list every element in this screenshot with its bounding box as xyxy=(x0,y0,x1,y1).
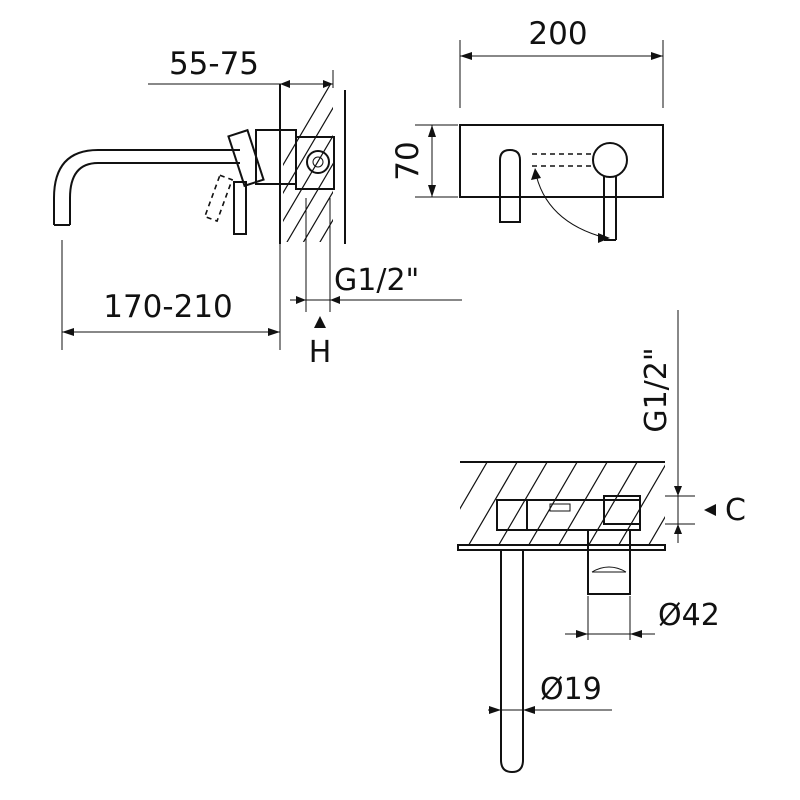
spout-inner xyxy=(69,162,240,225)
thread-label: G1/2" xyxy=(334,263,419,298)
wall-section-hatch xyxy=(283,85,333,242)
outlet-block xyxy=(496,499,528,531)
plate-height-label: 70 xyxy=(390,141,426,180)
spout-diameter-label: Ø19 xyxy=(540,672,602,707)
valve-slot xyxy=(549,503,571,512)
rotation-arrow-start xyxy=(531,168,541,180)
valve-port-inner xyxy=(312,156,324,168)
lever-handle xyxy=(233,181,247,235)
spout-outer xyxy=(53,149,240,225)
handle-body-top xyxy=(587,529,631,595)
cover-plate xyxy=(459,124,664,198)
side-view: 55-75 170-210 G1/2" H xyxy=(53,46,462,370)
lever-hub xyxy=(227,128,265,188)
body-diameter-label: Ø42 xyxy=(658,598,720,633)
handle-rotation-arc xyxy=(534,169,607,239)
valve-port xyxy=(306,150,330,174)
front-view: 200 70 xyxy=(390,16,664,243)
handle-curve xyxy=(591,566,627,573)
inlet-block xyxy=(603,495,641,525)
handle-hub-front xyxy=(592,142,628,178)
top-view: G1/2" C Ø42 Ø19 xyxy=(457,310,746,774)
spout-top xyxy=(500,550,524,774)
thread-vertical-label: G1/2" xyxy=(639,347,674,432)
spout-reach-label: 170-210 xyxy=(103,289,233,325)
rotation-arrow-end xyxy=(598,233,610,243)
clearance-arrow xyxy=(704,504,716,516)
lever-alt-position xyxy=(203,174,234,223)
plate-width-label: 200 xyxy=(528,16,587,52)
height-ref-label: H xyxy=(309,335,332,370)
clearance-ref-label: C xyxy=(725,493,746,528)
wall-depth-label: 55-75 xyxy=(169,46,259,82)
plate-edge-top xyxy=(457,544,666,551)
spout-front xyxy=(499,148,521,223)
